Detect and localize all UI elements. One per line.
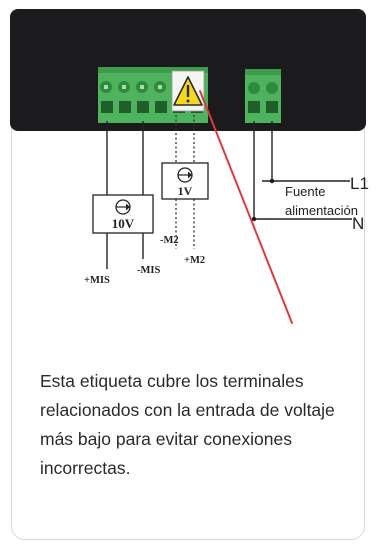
wires: [106, 121, 352, 269]
junction-dots: [251, 178, 275, 222]
label-plus-mis: +MIS: [84, 275, 110, 286]
left-source-voltage: 10V: [112, 216, 135, 231]
current-source-icon: [92, 194, 154, 234]
terminal-block-right: [245, 69, 281, 123]
dotted-wires: [175, 115, 195, 249]
label-n: N: [352, 214, 364, 233]
current-source-icon: [161, 162, 209, 200]
right-source-voltage: 1V: [178, 184, 193, 198]
power-label-line2: alimentación: [285, 203, 358, 218]
info-card: 10V 1V +MIS -MIS -M2 +M2 L1 N Fuente ali…: [10, 9, 369, 540]
label-plus-m2: +M2: [184, 255, 205, 266]
wiring-diagram: 10V 1V +MIS -MIS -M2 +M2 L1 N Fuente ali…: [10, 9, 369, 324]
pointer-line: [199, 90, 293, 324]
caption-text: Esta etiqueta cubre los terminales relac…: [40, 371, 335, 478]
power-label-line1: Fuente: [285, 184, 325, 199]
label-minus-m2: -M2: [160, 235, 179, 246]
label-minus-mis: -MIS: [137, 265, 160, 276]
label-l1: L1: [350, 174, 369, 193]
warning-triangle-icon: [171, 70, 205, 112]
